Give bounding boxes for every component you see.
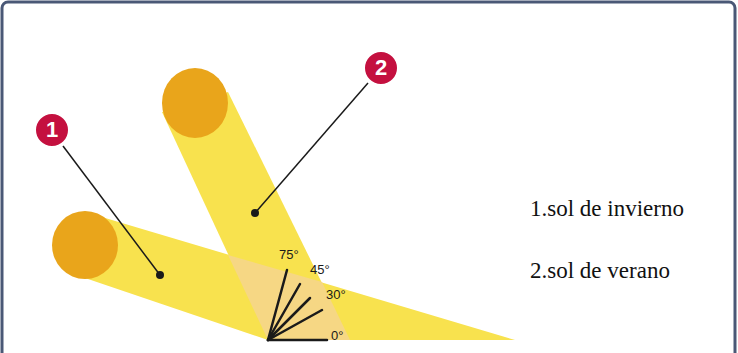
beam-overlap bbox=[228, 255, 350, 340]
callout-number: 2 bbox=[363, 50, 399, 86]
callout-number: 1 bbox=[34, 112, 70, 148]
leader-dot bbox=[156, 271, 164, 279]
winter-sun bbox=[52, 211, 118, 279]
angle-fan bbox=[268, 270, 327, 340]
leader-lines bbox=[63, 83, 368, 275]
angle-label: 75° bbox=[279, 248, 299, 262]
key-text: 1.sol de invierno bbox=[530, 196, 684, 222]
summer-sun bbox=[162, 68, 228, 138]
angle-label: 0° bbox=[331, 329, 343, 343]
key-text: 2.sol de verano bbox=[530, 258, 670, 284]
leader-dot bbox=[251, 209, 259, 217]
angle-label: 45° bbox=[310, 263, 330, 277]
angle-label: 30° bbox=[326, 288, 346, 302]
winter-beam bbox=[85, 212, 515, 340]
